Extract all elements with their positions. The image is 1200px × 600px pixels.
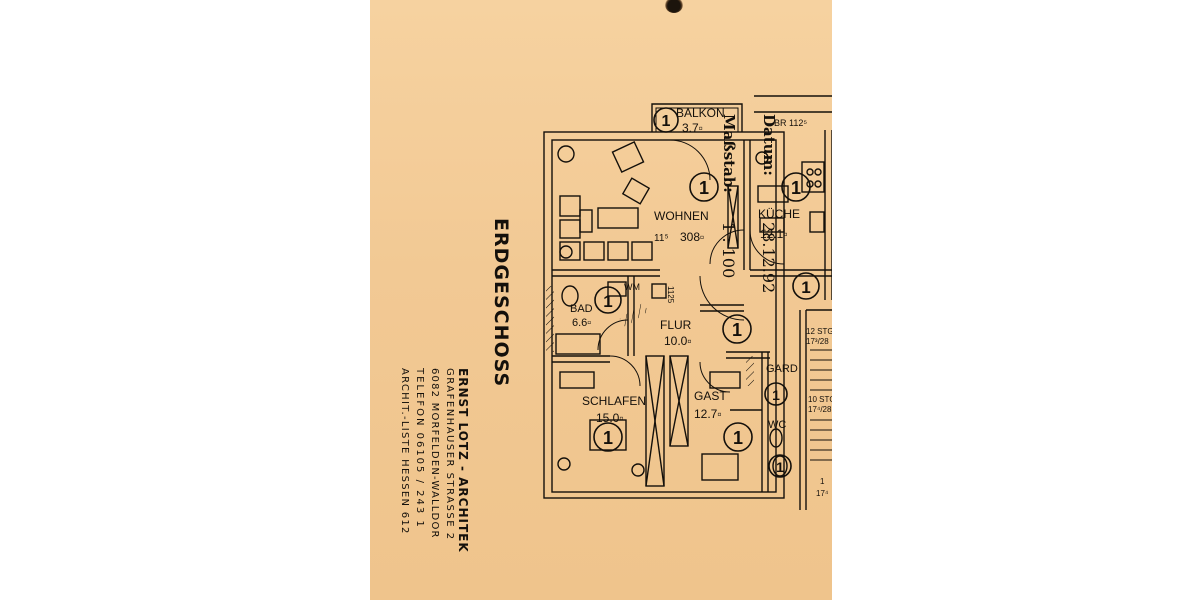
wardrobe-schlafen xyxy=(645,355,665,487)
svg-text:1: 1 xyxy=(772,387,780,403)
note-stg3-b: 17⁴ xyxy=(816,489,829,498)
marker-diele-icon: 1 xyxy=(792,272,820,300)
note-stg2-b: 17⁴/28 xyxy=(808,405,832,414)
height-note-wohnen: 11⁵ xyxy=(654,233,669,244)
area-wohnen: 308▫ xyxy=(680,230,704,244)
area-flur: 10.0▫ xyxy=(664,334,692,348)
area-balkon: 3.7▫ xyxy=(682,121,703,135)
note-br: BR 112⁵ xyxy=(774,118,807,128)
marker-schlafen-icon: 1 xyxy=(593,422,623,452)
svg-text:1: 1 xyxy=(732,320,742,340)
note-stg2-a: 10 STG xyxy=(808,395,832,404)
marker-bad-icon: 1 xyxy=(594,286,622,314)
marker-flur-icon: 1 xyxy=(722,314,752,344)
wardrobe-gast xyxy=(669,355,689,447)
area-schlafen: 15.0▫ xyxy=(596,411,624,425)
label-kueche: KÜCHE xyxy=(758,207,800,221)
marker-wc-icon: 1 xyxy=(768,454,792,478)
label-wohnen: WOHNEN xyxy=(654,209,709,223)
label-wm: WM xyxy=(624,282,640,292)
label-wc: WC xyxy=(768,419,786,431)
area-gast: 12.7▫ xyxy=(694,407,722,421)
svg-text:1: 1 xyxy=(662,113,671,130)
marker-gard-icon: 1 xyxy=(764,382,788,406)
marker-kueche-icon: 1 xyxy=(781,172,811,202)
label-schlafen: SCHLAFEN xyxy=(582,394,646,408)
area-bad: 6.6▫ xyxy=(572,317,591,329)
marker-gast-icon: 1 xyxy=(723,422,753,452)
note-1125: 1125 xyxy=(666,286,675,304)
svg-text:1: 1 xyxy=(776,459,784,475)
label-gard: GARD xyxy=(766,363,798,375)
area-kueche: 12.1▫ xyxy=(760,227,788,241)
svg-text:1: 1 xyxy=(603,428,613,448)
svg-text:1: 1 xyxy=(603,292,612,311)
svg-text:1: 1 xyxy=(699,178,709,198)
marker-balkon-icon: 1 xyxy=(653,107,679,133)
label-flur: FLUR xyxy=(660,318,692,332)
svg-text:1: 1 xyxy=(801,278,810,297)
note-stg3-a: 1 xyxy=(820,477,825,486)
marker-wohnen-icon: 1 xyxy=(689,172,719,202)
floor-plan-sheet: Datum: 28.12.92 Maßstab: 1 : 100 ERDGESC… xyxy=(370,0,832,600)
label-gast: GAST xyxy=(694,389,727,403)
svg-text:1: 1 xyxy=(733,428,743,448)
svg-text:1: 1 xyxy=(791,178,801,198)
label-bad: BAD xyxy=(570,303,593,315)
floor-plan-drawing: BALKON 3.7▫ WOHNEN 308▫ 11⁵ KÜCHE 12.1▫ … xyxy=(543,95,832,510)
note-stg1-a: 12 STG xyxy=(806,327,832,336)
balcony-outline xyxy=(651,103,743,132)
note-stg1-b: 17³/28 xyxy=(806,337,829,346)
label-balkon: BALKON xyxy=(676,106,725,120)
markers: 1 1 1 1 1 1 1 1 1 1 xyxy=(593,107,820,478)
punch-hole xyxy=(665,0,683,13)
